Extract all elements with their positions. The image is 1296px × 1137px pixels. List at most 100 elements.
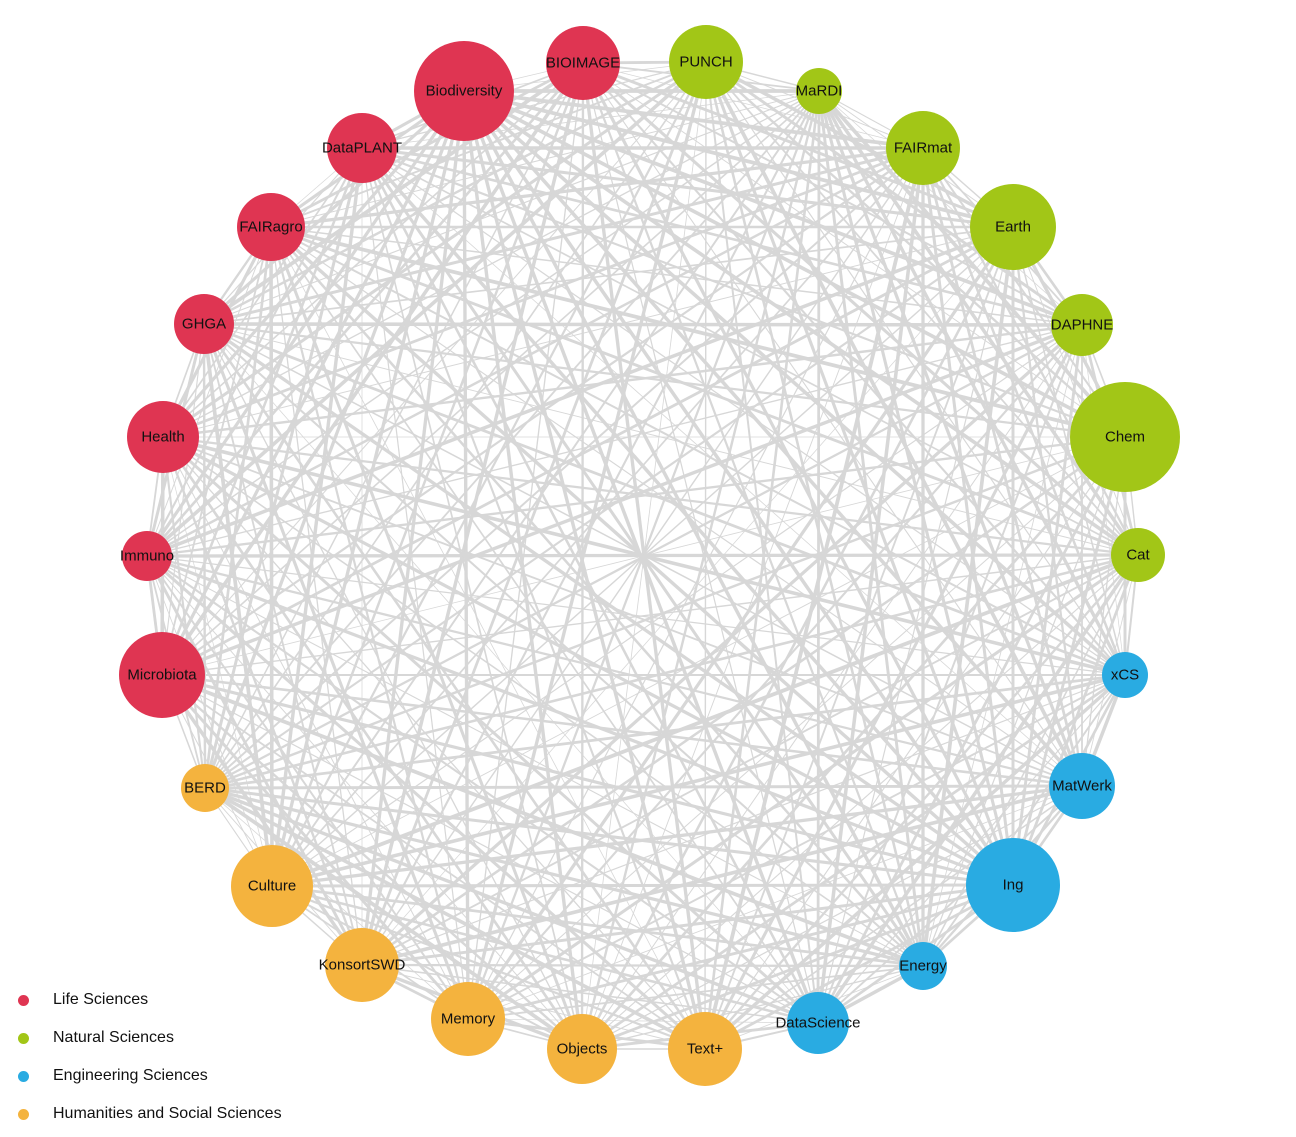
node-berd: [181, 764, 229, 812]
edge: [203, 226, 273, 789]
node-label-objects: Objects: [557, 1041, 608, 1058]
edge: [361, 435, 1126, 967]
edge: [270, 147, 364, 887]
edge: [204, 784, 1083, 790]
node-energy: [899, 942, 947, 990]
edge: [146, 435, 1126, 558]
edge: [204, 787, 469, 1020]
edge: [361, 61, 707, 149]
node-ing: [966, 838, 1060, 932]
node-label-berd: BERD: [184, 780, 226, 797]
edge: [162, 436, 924, 967]
edge: [462, 89, 1015, 887]
edge: [1081, 324, 1126, 676]
edge: [203, 90, 820, 325]
node-label-fairagro: FAIRagro: [239, 219, 302, 236]
node-label-konsortswd: KonsortSWD: [319, 957, 406, 974]
edge: [462, 89, 1084, 788]
node-label-cat: Cat: [1126, 547, 1150, 564]
edge: [161, 673, 1083, 788]
edge: [146, 555, 583, 1050]
edge: [270, 226, 706, 1050]
node-konsortswd: [325, 928, 399, 1002]
node-microbiota: [119, 632, 205, 718]
node-label-memory: Memory: [441, 1011, 496, 1028]
edge: [271, 884, 706, 1051]
node-label-daphne: DAPHNE: [1051, 317, 1114, 334]
node-label-health: Health: [141, 429, 184, 446]
edge: [204, 147, 924, 789]
edge: [462, 90, 470, 1020]
node-label-culture: Culture: [248, 878, 296, 895]
edge: [160, 674, 470, 1020]
edge: [204, 786, 924, 968]
edge: [203, 90, 466, 789]
node-label-microbiota: Microbiota: [127, 667, 197, 684]
humanities-social-sciences-dot-icon: [18, 1108, 29, 1120]
edge: [203, 322, 1083, 327]
edge: [361, 147, 1139, 556]
edge: [145, 90, 466, 557]
legend-label: Natural Sciences: [53, 1029, 174, 1046]
edge: [161, 226, 272, 676]
edge: [162, 436, 469, 1020]
edge: [161, 323, 205, 676]
edge: [203, 323, 924, 967]
edge: [271, 884, 924, 968]
engineering-sciences-dot-icon: [18, 1070, 29, 1082]
legend-label: Life Sciences: [53, 991, 149, 1008]
node-fairagro: [237, 193, 305, 261]
edge: [146, 555, 469, 1020]
edge: [269, 226, 274, 887]
nodes-layer: [119, 25, 1180, 1086]
node-label-fairmat: FAIRmat: [894, 140, 953, 157]
edge: [202, 323, 707, 1050]
edge: [202, 323, 470, 1020]
edge: [462, 89, 1127, 677]
edge: [704, 61, 1015, 886]
edge: [270, 225, 1139, 557]
legend-label: Humanities and Social Sciences: [53, 1105, 282, 1122]
node-daphne: [1051, 294, 1113, 356]
edge: [462, 90, 925, 967]
edge: [203, 322, 1014, 887]
edge: [161, 673, 1014, 887]
edge: [145, 555, 364, 966]
edge: [816, 436, 1127, 1024]
edge: [360, 90, 466, 966]
node-label-mardi: MaRDI: [796, 83, 843, 100]
node-label-ing: Ing: [1003, 877, 1024, 894]
edge: [462, 89, 1140, 557]
edge: [361, 147, 469, 1020]
edge: [203, 322, 1126, 677]
node-objects: [547, 1014, 617, 1084]
node-label-earth: Earth: [995, 219, 1031, 236]
edge: [463, 89, 1126, 439]
edge: [146, 555, 924, 967]
edge: [361, 147, 1126, 676]
node-immuno: [122, 531, 172, 581]
node-fairmat: [886, 111, 960, 185]
edge: [161, 674, 583, 1050]
node-memory: [431, 982, 505, 1056]
node-datascience: [787, 992, 849, 1054]
node-health: [127, 401, 199, 473]
edge: [816, 147, 925, 1024]
edge: [270, 90, 466, 887]
node-chem: [1070, 382, 1180, 492]
node-dataplant: [327, 113, 397, 183]
edge: [162, 435, 1014, 887]
edge: [161, 225, 1014, 677]
edge: [146, 555, 273, 887]
edge: [271, 436, 1126, 887]
edge: [1011, 226, 1084, 787]
edge: [160, 147, 364, 676]
node-label-text-: Text+: [687, 1041, 724, 1058]
edge: [462, 90, 707, 1050]
edge: [361, 146, 1083, 327]
legend-label: Engineering Sciences: [53, 1067, 208, 1084]
node-ghga: [174, 294, 234, 354]
node-label-ghga: GHGA: [182, 316, 226, 333]
edge: [204, 786, 819, 1025]
